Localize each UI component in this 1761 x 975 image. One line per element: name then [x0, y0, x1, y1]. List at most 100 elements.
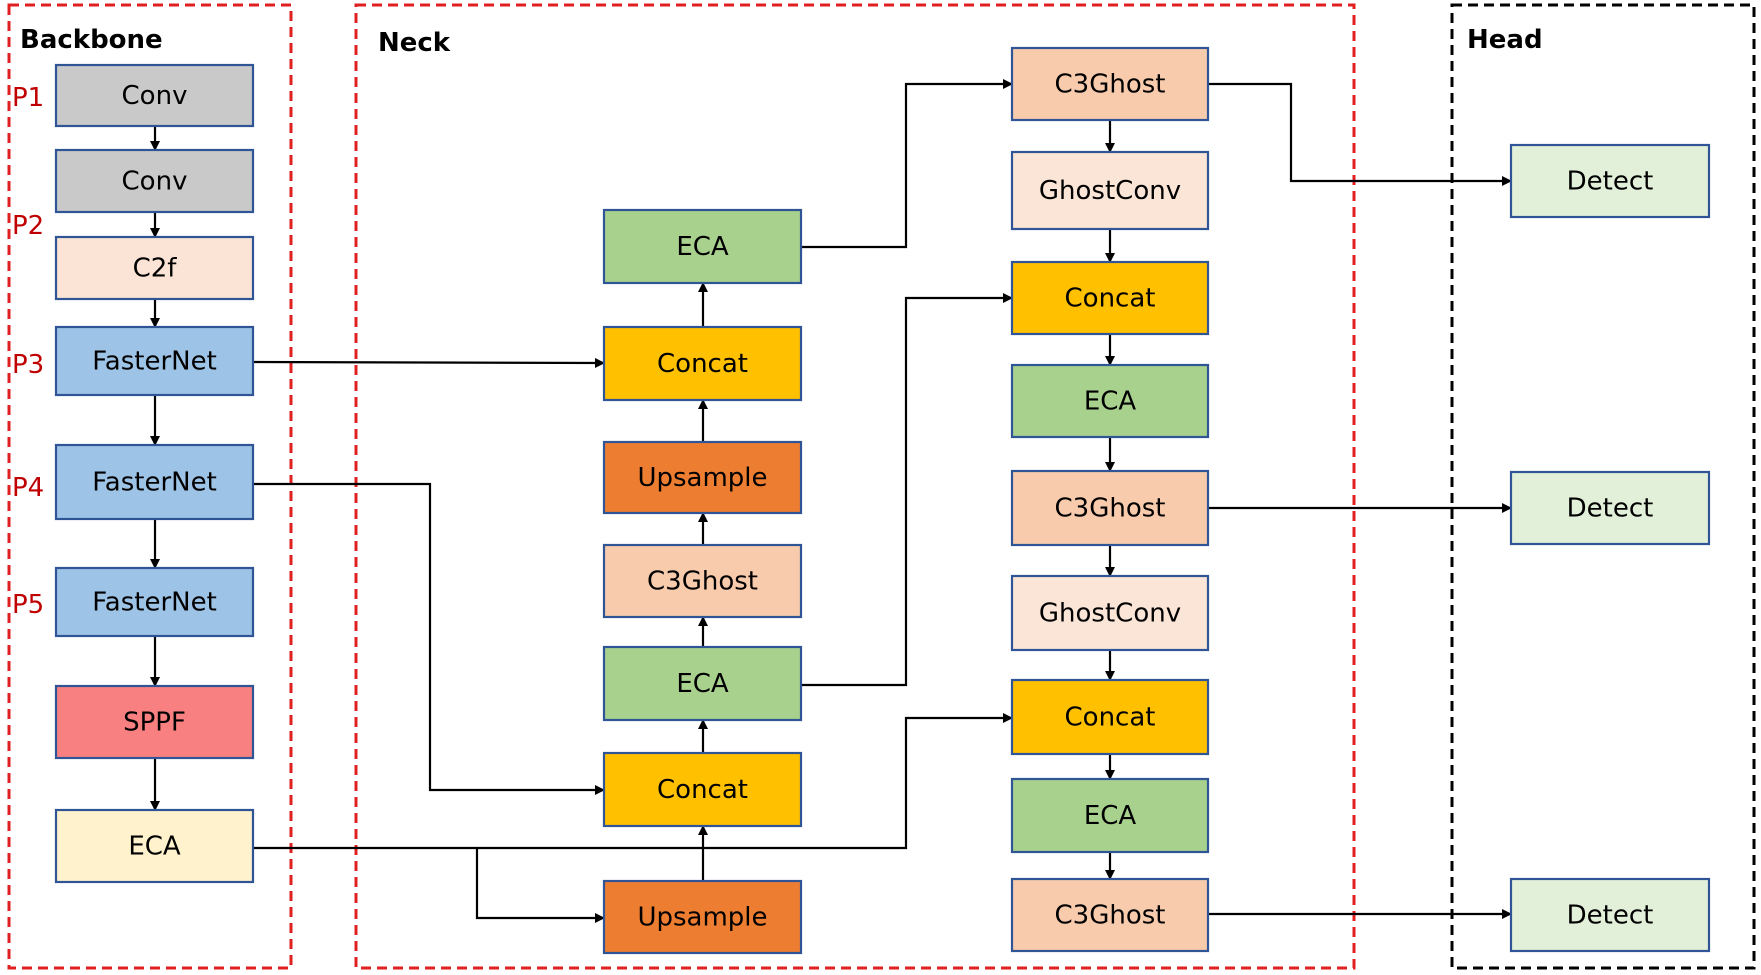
- block-bb-fn5-label: FasterNet: [92, 588, 217, 618]
- block-n2-eca-2: ECA: [1010, 777, 1210, 854]
- connectors: [150, 79, 1512, 923]
- block-bb-fn5-box: [54, 566, 255, 638]
- block-bb-sppf: SPPF: [54, 684, 255, 760]
- block-n2-eca-2-label: ECA: [1084, 801, 1137, 831]
- block-bb-fn3: FasterNet: [54, 325, 255, 397]
- arrow-c3ghost1-detect1: [1208, 82, 1512, 186]
- stage-label-p5: P5: [12, 590, 44, 620]
- head-title: Head: [1467, 25, 1543, 55]
- block-n2-ghostconv-1-label: GhostConv: [1039, 176, 1181, 206]
- block-hd-detect-1-label: Detect: [1567, 167, 1654, 197]
- block-hd-detect-2-box: [1509, 470, 1711, 546]
- block-n1-eca-top: ECA: [602, 208, 803, 285]
- block-bb-sppf-label: SPPF: [123, 708, 186, 738]
- arrow-eca-top-c3ghost1: [802, 79, 1013, 249]
- block-n1-concat-bot-box: [602, 751, 803, 828]
- block-n1-c3ghost-box: [602, 543, 803, 619]
- block-bb-conv2: Conv: [54, 148, 255, 214]
- block-n1-c3ghost-label: C3Ghost: [647, 567, 758, 597]
- arrow-fn3-concat-top: [253, 357, 605, 368]
- block-hd-detect-3-box: [1509, 877, 1711, 953]
- block-n1-upsample-top-label: Upsample: [637, 463, 767, 493]
- block-n2-concat-1-label: Concat: [1065, 284, 1156, 314]
- stage-label-p4: P4: [12, 473, 44, 503]
- block-bb-fn5: FasterNet: [54, 566, 255, 638]
- block-hd-detect-2: Detect: [1509, 470, 1711, 546]
- block-n2-ghostconv-2: GhostConv: [1010, 574, 1210, 652]
- block-n1-eca-mid: ECA: [602, 645, 803, 722]
- block-hd-detect-1-box: [1509, 143, 1711, 219]
- block-n2-eca-1-label: ECA: [1084, 387, 1137, 417]
- backbone-frame: [7, 3, 293, 970]
- backbone-title: Backbone: [20, 25, 163, 55]
- block-n2-eca-2-box: [1010, 777, 1210, 854]
- block-n2-eca-1: ECA: [1010, 363, 1210, 439]
- block-bb-conv1-box: [54, 63, 255, 128]
- block-n2-concat-2-box: [1010, 678, 1210, 756]
- block-n2-c3ghost-1-box: [1010, 46, 1210, 122]
- block-bb-fn3-label: FasterNet: [92, 347, 217, 377]
- block-n1-concat-top-label: Concat: [657, 349, 748, 379]
- neck-frame: [354, 3, 1356, 970]
- block-bb-c2f-label: C2f: [133, 254, 178, 284]
- block-bb-sppf-box: [54, 684, 255, 760]
- block-bb-conv2-label: Conv: [122, 167, 188, 197]
- block-n1-upsample-top-box: [602, 440, 803, 515]
- block-n2-concat-1-box: [1010, 260, 1210, 336]
- block-n2-concat-2: Concat: [1010, 678, 1210, 756]
- block-n1-c3ghost: C3Ghost: [602, 543, 803, 619]
- block-n2-c3ghost-2: C3Ghost: [1010, 469, 1210, 547]
- block-n2-c3ghost-2-box: [1010, 469, 1210, 547]
- block-bb-c2f-box: [54, 235, 255, 301]
- block-n2-concat-2-label: Concat: [1065, 703, 1156, 733]
- block-bb-conv1: Conv: [54, 63, 255, 128]
- block-bb-conv2-box: [54, 148, 255, 214]
- block-n1-concat-bot: Concat: [602, 751, 803, 828]
- block-n1-upsample-bot-label: Upsample: [637, 903, 767, 933]
- arrow-eca-backbone-upsample-bot: [475, 848, 605, 923]
- block-hd-detect-3-label: Detect: [1567, 901, 1654, 931]
- block-bb-fn4-box: [54, 443, 255, 521]
- block-n1-concat-bot-label: Concat: [657, 775, 748, 805]
- block-n1-eca-mid-label: ECA: [676, 669, 729, 699]
- block-n1-eca-top-label: ECA: [676, 232, 729, 262]
- arrow-fn4-concat-bot: [254, 482, 605, 795]
- head-frame: [1450, 3, 1756, 970]
- block-n2-c3ghost-3-label: C3Ghost: [1055, 901, 1166, 931]
- block-n2-c3ghost-3-box: [1010, 877, 1210, 953]
- block-n2-ghostconv-1-box: [1010, 150, 1210, 231]
- block-n1-upsample-top: Upsample: [602, 440, 803, 515]
- blocks: ConvConvC2fFasterNetFasterNetFasterNetSP…: [54, 46, 1711, 955]
- arrow-eca-backbone-concat2: [254, 713, 1013, 850]
- neck-title: Neck: [378, 28, 451, 58]
- block-bb-c2f: C2f: [54, 235, 255, 301]
- block-n1-eca-mid-box: [602, 645, 803, 722]
- block-n2-c3ghost-1-label: C3Ghost: [1055, 70, 1166, 100]
- block-n1-concat-top: Concat: [602, 325, 803, 402]
- stage-label-p3: P3: [12, 350, 44, 380]
- block-bb-fn3-box: [54, 325, 255, 397]
- block-bb-conv1-label: Conv: [122, 81, 188, 111]
- stage-label-p1: P1: [12, 83, 44, 113]
- block-n1-upsample-bot: Upsample: [602, 879, 803, 955]
- block-n2-ghostconv-1: GhostConv: [1010, 150, 1210, 231]
- block-hd-detect-3: Detect: [1509, 877, 1711, 953]
- block-bb-eca-box: [54, 808, 255, 884]
- arrow-eca-mid-concat1: [802, 293, 1013, 687]
- block-n2-c3ghost-1: C3Ghost: [1010, 46, 1210, 122]
- block-hd-detect-2-label: Detect: [1567, 494, 1654, 524]
- block-bb-eca-label: ECA: [128, 832, 181, 862]
- block-n1-concat-top-box: [602, 325, 803, 402]
- block-bb-fn4-label: FasterNet: [92, 468, 217, 498]
- block-n2-ghostconv-2-label: GhostConv: [1039, 599, 1181, 629]
- block-bb-eca: ECA: [54, 808, 255, 884]
- block-n2-eca-1-box: [1010, 363, 1210, 439]
- block-n2-c3ghost-3: C3Ghost: [1010, 877, 1210, 953]
- block-bb-fn4: FasterNet: [54, 443, 255, 521]
- block-n2-c3ghost-2-label: C3Ghost: [1055, 494, 1166, 524]
- block-hd-detect-1: Detect: [1509, 143, 1711, 219]
- block-n1-upsample-bot-box: [602, 879, 803, 955]
- block-n2-ghostconv-2-box: [1010, 574, 1210, 652]
- block-n1-eca-top-box: [602, 208, 803, 285]
- block-n2-concat-1: Concat: [1010, 260, 1210, 336]
